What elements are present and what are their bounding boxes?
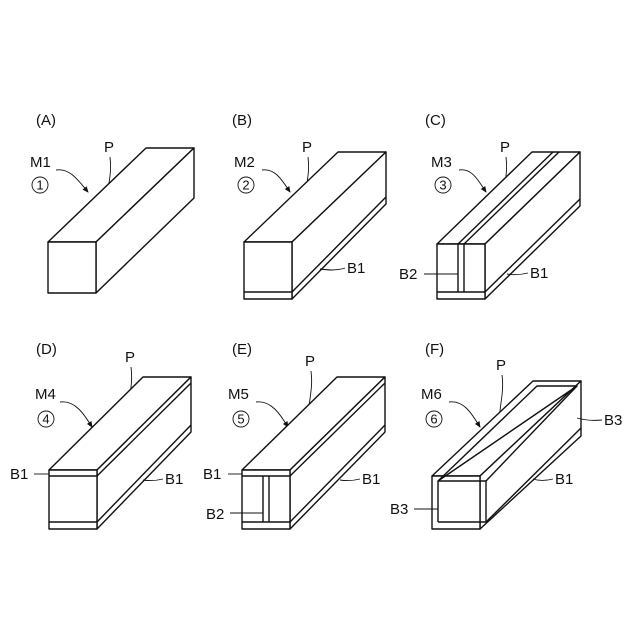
panel-f: (F) M6 6 P B3 B1 B3 <box>390 341 622 529</box>
panel-a: (A) M1 1 P <box>30 112 194 293</box>
p-label-f: P <box>496 357 506 374</box>
block-a <box>48 148 194 293</box>
step-circle-2: 2 <box>238 177 254 193</box>
b1-label: B1 <box>347 260 365 277</box>
block-f <box>432 381 581 529</box>
marker-m1: M1 <box>30 154 51 171</box>
step-circle-1: 1 <box>32 177 48 193</box>
marker-m6: M6 <box>421 386 442 403</box>
panel-label-f: (F) <box>425 341 444 358</box>
svg-text:2: 2 <box>242 178 249 193</box>
svg-text:1: 1 <box>36 178 43 193</box>
step-circle-6: 6 <box>426 411 442 427</box>
marker-m3: M3 <box>431 154 452 171</box>
marker-m5: M5 <box>228 386 249 403</box>
b1-label: B1 <box>530 265 548 282</box>
panel-e: (E) M5 5 P B1 B1 B2 <box>203 341 385 529</box>
pointer-arrow-icon <box>256 402 288 427</box>
b1-leader-line <box>340 479 360 481</box>
svg-text:4: 4 <box>42 412 49 427</box>
b3-label-left: B3 <box>390 501 408 518</box>
pointer-arrow-icon <box>262 170 290 192</box>
pointer-arrow-icon <box>60 402 92 427</box>
pointer-arrow-icon <box>56 170 88 192</box>
b2-label: B2 <box>399 266 417 283</box>
b1-leader-line <box>320 268 345 270</box>
block-d <box>49 377 191 529</box>
step-circle-3: 3 <box>435 177 451 193</box>
p-label-a: P <box>104 139 114 156</box>
panel-label-a: (A) <box>36 112 56 129</box>
marker-m4: M4 <box>35 386 56 403</box>
svg-text:6: 6 <box>430 412 437 427</box>
b1-label-left: B1 <box>203 466 221 483</box>
step-circle-4: 4 <box>38 411 54 427</box>
marker-m2: M2 <box>234 154 255 171</box>
panel-c: (C) M3 3 P B2 B1 <box>399 112 580 299</box>
panel-label-e: (E) <box>232 341 252 358</box>
panel-label-c: (C) <box>425 112 446 129</box>
p-label-c: P <box>500 139 510 156</box>
p-label-b: P <box>302 139 312 156</box>
pointer-arrow-icon <box>449 402 480 427</box>
panel-b: (B) M2 2 P B1 <box>232 112 386 299</box>
svg-text:3: 3 <box>439 178 446 193</box>
panel-label-d: (D) <box>36 341 57 358</box>
pointer-arrow-icon <box>459 170 486 192</box>
p-label-d: P <box>125 349 135 366</box>
panel-d: (D) M4 4 P B1 B1 <box>10 341 191 529</box>
b2-label: B2 <box>206 506 224 523</box>
p-label-e: P <box>305 353 315 370</box>
panel-label-b: (B) <box>232 112 252 129</box>
b1-label-right: B1 <box>362 471 380 488</box>
svg-text:5: 5 <box>237 412 244 427</box>
b1-leader-line <box>533 479 553 481</box>
block-e <box>242 377 385 529</box>
b1-label-left: B1 <box>10 466 28 483</box>
block-c <box>437 152 580 299</box>
b1-label-right: B1 <box>165 471 183 488</box>
step-circle-5: 5 <box>233 411 249 427</box>
b3-label-right: B3 <box>604 412 622 429</box>
b1-label: B1 <box>555 471 573 488</box>
